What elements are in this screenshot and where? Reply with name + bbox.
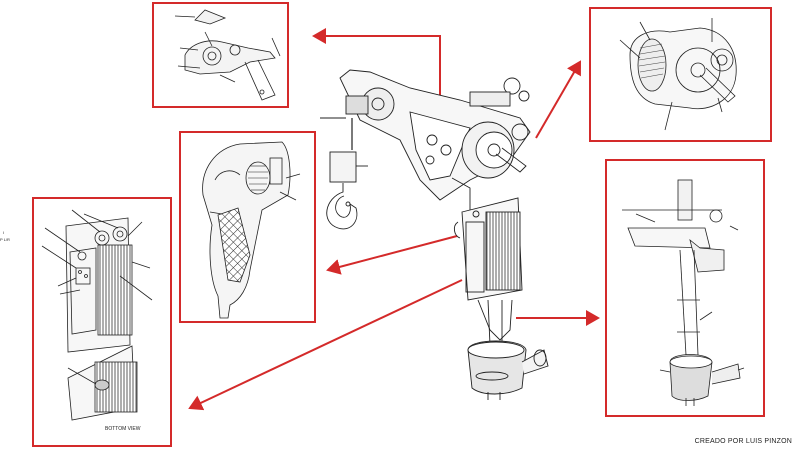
callout-box-left	[32, 197, 172, 447]
edge-mark: I	[3, 230, 5, 235]
edge-mark: P L/R	[0, 237, 10, 242]
bottom-view-label: BOTTOM VIEW	[105, 426, 141, 432]
arrow-middle	[326, 235, 458, 275]
arrow-top-left	[312, 28, 441, 112]
hoist-assembly	[320, 69, 549, 400]
arrow-top-right	[535, 60, 582, 139]
callout-box-top-left	[152, 2, 289, 108]
author-credit: CREADO POR LUIS PINZON	[694, 438, 792, 445]
callout-box-bottom-right	[605, 159, 765, 417]
callout-box-top-right	[589, 7, 772, 142]
callout-box-middle	[179, 131, 316, 323]
arrow-left	[188, 279, 463, 411]
callout-arrows	[188, 28, 600, 411]
